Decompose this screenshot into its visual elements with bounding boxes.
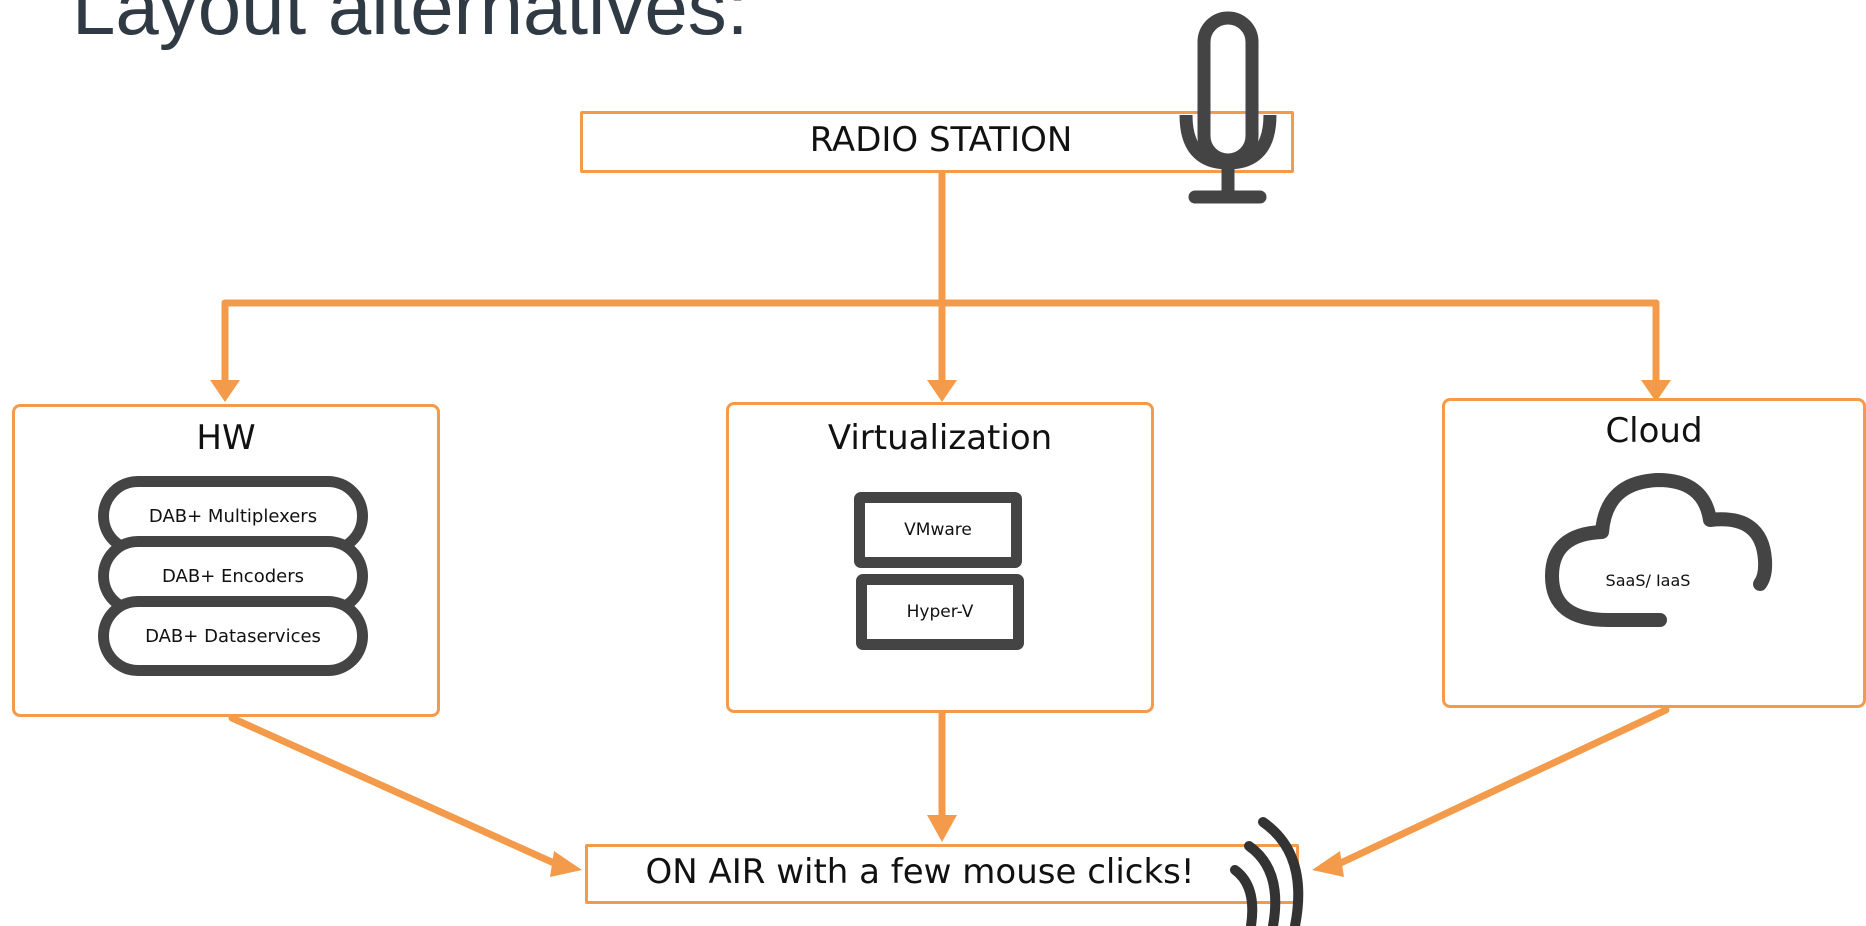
dab-dataservices-item: DAB+ Dataservices <box>98 596 368 676</box>
radio-waves-icon <box>1230 817 1304 926</box>
saas-iaas-label: SaaS/ IaaS <box>1605 571 1691 590</box>
on-air-label: ON AIR with a few mouse clicks! <box>645 852 1195 892</box>
microphone-icon <box>1179 11 1277 204</box>
on-air-box <box>585 844 1299 904</box>
virtualization-label: Virtualization <box>827 418 1053 458</box>
cloud-icon <box>1545 473 1773 627</box>
cloud-box <box>1442 398 1866 708</box>
radio-station-box <box>580 111 1294 173</box>
hw-label: HW <box>196 418 256 458</box>
cloud-label: Cloud <box>1605 411 1703 451</box>
vmware-item: VMware <box>854 492 1022 568</box>
slide-title: Layout alternatives: <box>72 0 749 51</box>
hyperv-item: Hyper-V <box>856 574 1024 650</box>
radio-station-label: RADIO STATION <box>809 120 1073 160</box>
